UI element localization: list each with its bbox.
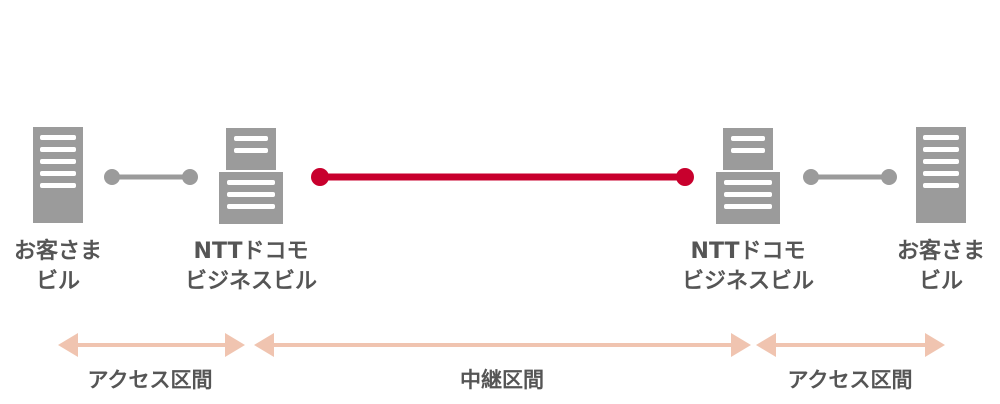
stacked-server-icon	[219, 128, 283, 224]
node-label-ntt-left: NTTドコモ ビジネスビル	[161, 237, 341, 297]
node-label-line1: お客さま	[13, 239, 102, 264]
node-label-customer-left: お客さま ビル	[0, 237, 116, 297]
node-label-line2: ビジネスビル	[681, 269, 814, 294]
segment-arrow-access-left	[58, 333, 245, 357]
node-label-line2: ビル	[918, 269, 963, 294]
tower-server-icon	[33, 127, 83, 223]
node-label-line1: お客さま	[896, 239, 985, 264]
node-label-customer-right: お客さま ビル	[883, 237, 999, 297]
segment-arrow-relay	[254, 333, 751, 357]
access-line-left	[104, 169, 198, 185]
access-line-right	[803, 169, 897, 185]
node-label-ntt-right: NTTドコモ ビジネスビル	[658, 237, 838, 297]
node-label-line1: NTTドコモ	[690, 239, 806, 264]
segment-arrow-access-right	[756, 333, 945, 357]
tower-server-icon	[916, 127, 966, 223]
node-label-line2: ビジネスビル	[184, 269, 317, 294]
relay-line	[311, 168, 694, 186]
stacked-server-icon	[716, 128, 780, 224]
node-label-line2: ビル	[35, 269, 80, 294]
segment-label-relay: 中継区間	[460, 368, 544, 392]
node-label-line1: NTTドコモ	[193, 239, 309, 264]
segment-label-access-right: アクセス区間	[787, 368, 913, 392]
segment-label-access-left: アクセス区間	[87, 368, 213, 392]
